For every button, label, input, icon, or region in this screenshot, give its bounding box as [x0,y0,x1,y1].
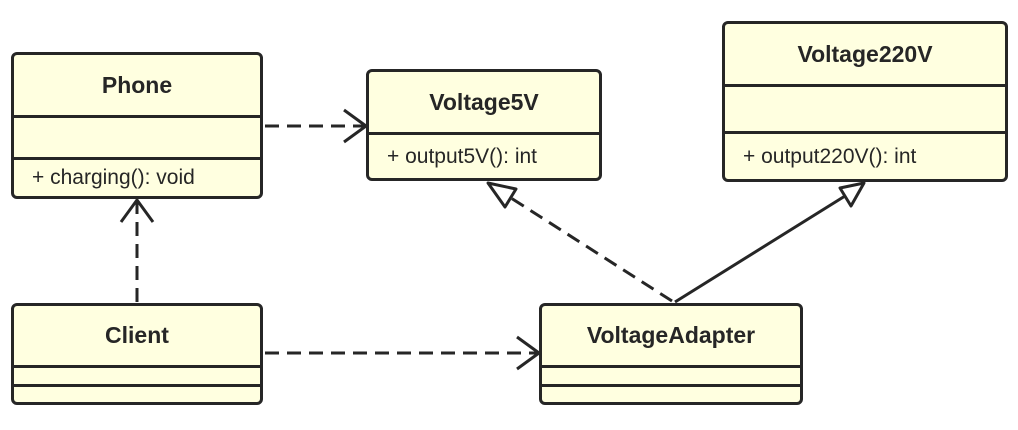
class-name: Client [105,322,169,348]
attributes-compartment [14,365,260,384]
operations-compartment: + output220V(): int [725,131,1005,179]
class-client[interactable]: Client [11,303,263,405]
operation-output5v: + output5V(): int [387,144,538,168]
interface-voltage5v[interactable]: Voltage5V + output5V(): int [366,69,602,181]
operations-compartment [14,384,260,402]
class-name: Voltage5V [429,88,539,115]
generalization-voltage-adapter-to-voltage220v [674,181,866,304]
attributes-compartment [725,84,1005,131]
operations-compartment: + output5V(): int [369,132,599,178]
operation-charging: + charging(): void [32,166,195,189]
attributes-compartment [542,365,800,384]
class-name: VoltageAdapter [586,322,756,348]
dependency-phone-to-voltage5v [265,108,368,144]
operations-compartment: + charging(): void [14,157,260,196]
class-name: Phone [101,71,173,98]
operations-compartment [542,384,800,402]
dependency-client-to-phone [119,198,155,302]
class-name: Voltage220V [797,40,933,67]
class-voltage-adapter[interactable]: VoltageAdapter [539,303,803,405]
operation-output220v: + output220V(): int [743,144,917,168]
realization-voltage-adapter-to-voltage5v [486,181,673,303]
class-voltage220v[interactable]: Voltage220V + output220V(): int [722,21,1008,182]
attributes-compartment [14,115,260,157]
class-phone[interactable]: Phone + charging(): void [11,52,263,199]
dependency-client-to-voltage-adapter [265,335,541,371]
